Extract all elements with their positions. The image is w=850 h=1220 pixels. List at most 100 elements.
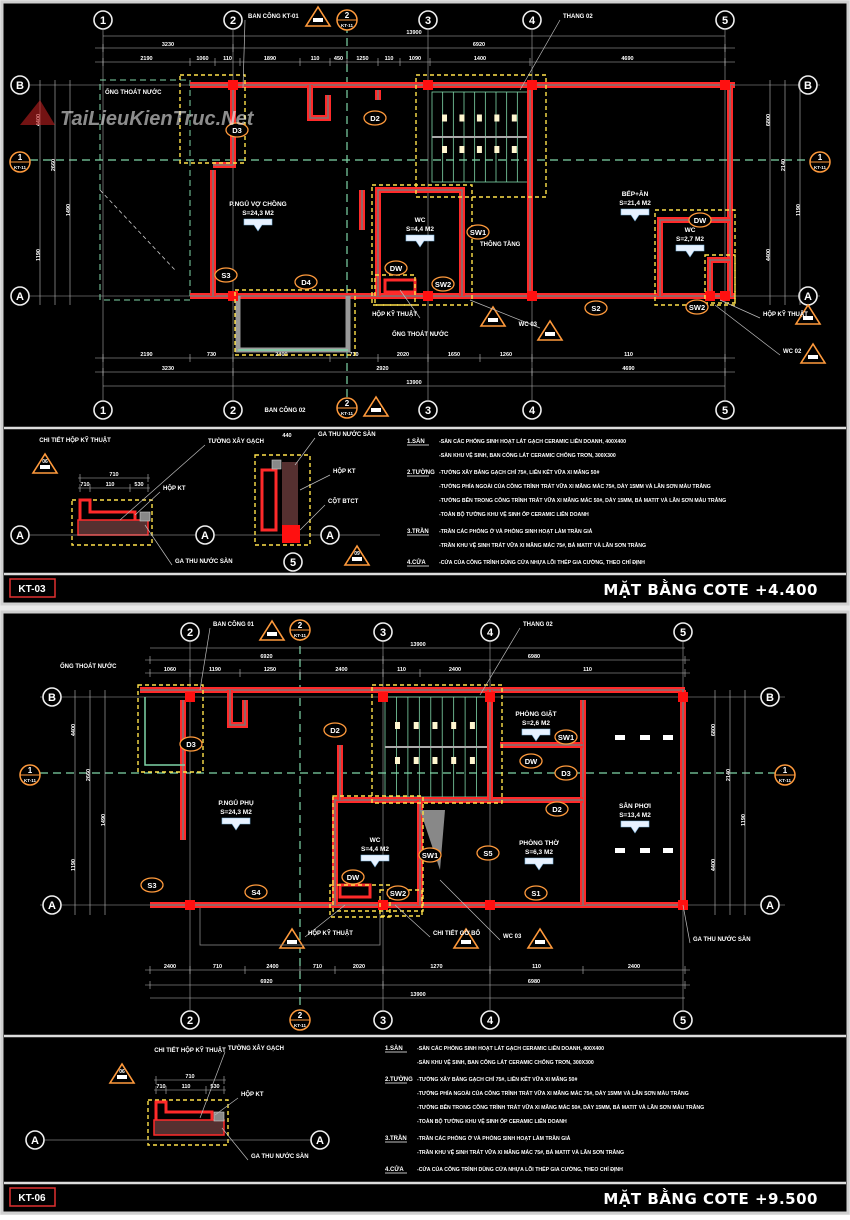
rect bbox=[469, 722, 475, 729]
grid-bubble-circle bbox=[522, 10, 542, 30]
door-tag: DW bbox=[519, 753, 543, 769]
sheet-number: KT-06 bbox=[18, 1193, 46, 1204]
dimension-value: 1250 bbox=[264, 667, 276, 673]
dimension-total: 13900 bbox=[406, 380, 421, 386]
door-tag-ellipse bbox=[179, 736, 203, 752]
dimension-value: 6920 bbox=[473, 42, 485, 48]
grid-bubble-label: A bbox=[48, 900, 56, 912]
highlight-zone bbox=[371, 684, 503, 804]
grid-bubble-bottom: 5 bbox=[673, 1010, 693, 1030]
door-tag: D3 bbox=[225, 122, 249, 138]
note-heading: 3.TRẦN bbox=[407, 528, 429, 535]
callout: WC 03 bbox=[469, 299, 541, 329]
dimension-value: 440 bbox=[282, 433, 291, 439]
grid-bubble-top-3: 3 bbox=[418, 10, 438, 30]
window-icon bbox=[640, 848, 650, 853]
callout-text: ỐNG THOÁT NƯỚC bbox=[60, 662, 117, 670]
triangle-icon bbox=[452, 927, 480, 949]
triangle-bar bbox=[535, 940, 545, 944]
dimension-value-vertical: 4400 bbox=[71, 724, 77, 736]
column bbox=[378, 692, 388, 702]
rect bbox=[469, 757, 475, 764]
callout-leader bbox=[399, 289, 421, 319]
sheet-number: KT-03 bbox=[18, 584, 46, 595]
grid-bubble-circle bbox=[180, 1010, 200, 1030]
dimension-total: 13900 bbox=[406, 30, 421, 36]
note-line: -SÀN KHU VỆ SINH, BAN CÔNG LÁT CERAMIC C… bbox=[417, 1058, 594, 1066]
door-tag-label: SW1 bbox=[470, 228, 486, 237]
room-label: BẾP+ĂNS=21,4 M2 bbox=[619, 188, 651, 222]
door-tag-label: S3 bbox=[221, 271, 230, 280]
triangle-bar bbox=[117, 1075, 127, 1079]
rect bbox=[451, 722, 457, 729]
room-area: S=4,4 M2 bbox=[361, 846, 389, 853]
grid-bubble-label: 2 bbox=[230, 15, 236, 27]
grid-bubble-label: 5 bbox=[722, 15, 728, 27]
dimension-value: 2400 bbox=[164, 964, 176, 970]
callout-text: HỘP KỸ THUẬT bbox=[372, 310, 417, 318]
grid-bubble-label: 1 bbox=[100, 405, 106, 417]
grid-bubble-label: 3 bbox=[425, 15, 431, 27]
dimension-value: 710 bbox=[80, 482, 89, 488]
dimension-value-vertical: 2660 bbox=[51, 159, 57, 171]
grid-bubble-circle bbox=[760, 895, 780, 915]
detail-reference-triangle bbox=[799, 342, 827, 364]
grid-bubble-label: 2 bbox=[230, 405, 236, 417]
highlight-zone bbox=[254, 454, 311, 546]
door-tag-label: D2 bbox=[552, 805, 562, 814]
section-mark-ref: KT-11 bbox=[341, 411, 354, 416]
section-mark-ref: KT-11 bbox=[294, 1023, 307, 1028]
door-tag-ellipse bbox=[244, 884, 268, 900]
detail-grid-bubble: A bbox=[10, 525, 30, 545]
grid-bubble-circle bbox=[522, 400, 542, 420]
triangle-icon bbox=[108, 1062, 136, 1084]
door-tag-label: D3 bbox=[232, 126, 242, 135]
dimension-value: 2920 bbox=[376, 366, 388, 372]
wall-core bbox=[229, 690, 246, 726]
floor-level-icon bbox=[620, 820, 650, 834]
dimension-value-vertical: 1190 bbox=[796, 204, 802, 216]
door-tag-ellipse bbox=[214, 267, 238, 283]
floor-level-icon bbox=[243, 218, 273, 232]
callout: WC 02 bbox=[714, 304, 802, 356]
detail-drain bbox=[213, 1111, 225, 1122]
detail-grid-bubble: 5 bbox=[283, 552, 303, 572]
note-heading: 1.SÀN bbox=[407, 438, 425, 445]
dimension-value-vertical: 4400 bbox=[711, 859, 717, 871]
column bbox=[678, 692, 688, 702]
dimension-value-vertical: 2140 bbox=[726, 769, 732, 781]
grid-bubble-B-left: B bbox=[42, 687, 62, 707]
callout: HỘP KỸ THUẬT bbox=[719, 299, 808, 319]
floor-level-icon bbox=[221, 817, 251, 831]
watermark-logo: TaiLieuKienTruc.Net bbox=[60, 108, 255, 130]
door-tag: S3 bbox=[214, 267, 238, 283]
callout: TƯỜNG XÂY GẠCH bbox=[119, 437, 264, 521]
door-tag-label: S1 bbox=[531, 889, 540, 898]
note-line: -CỬA CỦA CÔNG TRÌNH DÙNG CỬA NHỰA LÕI TH… bbox=[417, 1165, 623, 1173]
sheet-title: MẶT BẰNG COTE +4.400 bbox=[603, 578, 818, 599]
door-tag-ellipse bbox=[363, 110, 387, 126]
dimension-value-vertical: 2140 bbox=[781, 159, 787, 171]
note-line: -SÀN CÁC PHÒNG SINH HOẠT LÁT GẠCH CERAMI… bbox=[417, 1044, 604, 1052]
callout-leader bbox=[119, 444, 206, 521]
grid-bubble-top: 2 bbox=[180, 622, 200, 642]
dimension-value: 1270 bbox=[430, 964, 442, 970]
dimension-value-vertical: 6800 bbox=[766, 114, 772, 126]
detail-reference-triangle: 06 bbox=[108, 1062, 136, 1084]
grid-bubble-circle bbox=[673, 622, 693, 642]
door-tag-ellipse bbox=[685, 299, 709, 315]
door-tag: DW bbox=[384, 260, 408, 276]
door-tag: D3 bbox=[179, 736, 203, 752]
room-name: WC bbox=[370, 837, 381, 844]
rect bbox=[432, 722, 438, 729]
triangle-bar bbox=[371, 408, 381, 412]
dimension-value-vertical: 1190 bbox=[71, 859, 77, 871]
triangle-bar bbox=[313, 18, 323, 22]
grid-bubble-label: B bbox=[766, 692, 774, 704]
note-line: -TOÀN BỘ TƯỜNG KHU VỆ SINH ỐP CERAMIC LI… bbox=[417, 1117, 567, 1125]
callout: GA THU NƯỚC SÀN bbox=[144, 524, 233, 566]
grid-bubble-circle bbox=[320, 525, 340, 545]
callout-text: BAN CÔNG 02 bbox=[264, 406, 306, 414]
grid-bubble-label: B bbox=[48, 692, 56, 704]
callout-text: WC 03 bbox=[503, 934, 522, 940]
